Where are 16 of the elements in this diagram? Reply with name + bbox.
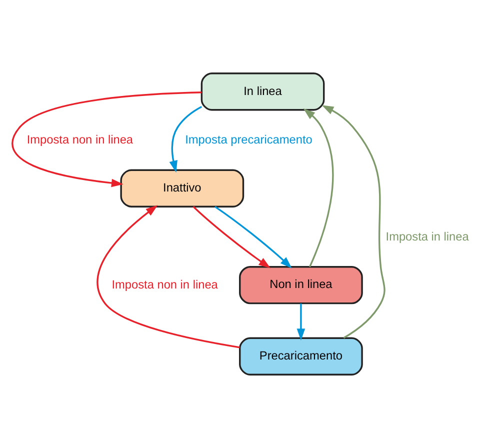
- arrow: [303, 108, 334, 268]
- edge-label: Imposta non in linea: [112, 278, 218, 292]
- edge-label: Imposta non in linea: [26, 132, 134, 147]
- arrow: [214, 206, 292, 268]
- arrow: [192, 206, 271, 268]
- node-box: Inattivo: [120, 169, 244, 208]
- node-box: In linea: [200, 72, 325, 111]
- edge-label: Imposta precaricamento: [185, 132, 312, 147]
- arrow: [12, 92, 202, 188]
- arrow: [322, 105, 386, 339]
- arrow: [169, 106, 202, 173]
- node-box: Precaricamento: [239, 337, 363, 376]
- node-box: Non in linea: [239, 266, 363, 304]
- arrow: [296, 304, 306, 341]
- arrow: [96, 205, 240, 348]
- edge-label: Imposta in linea: [386, 229, 469, 244]
